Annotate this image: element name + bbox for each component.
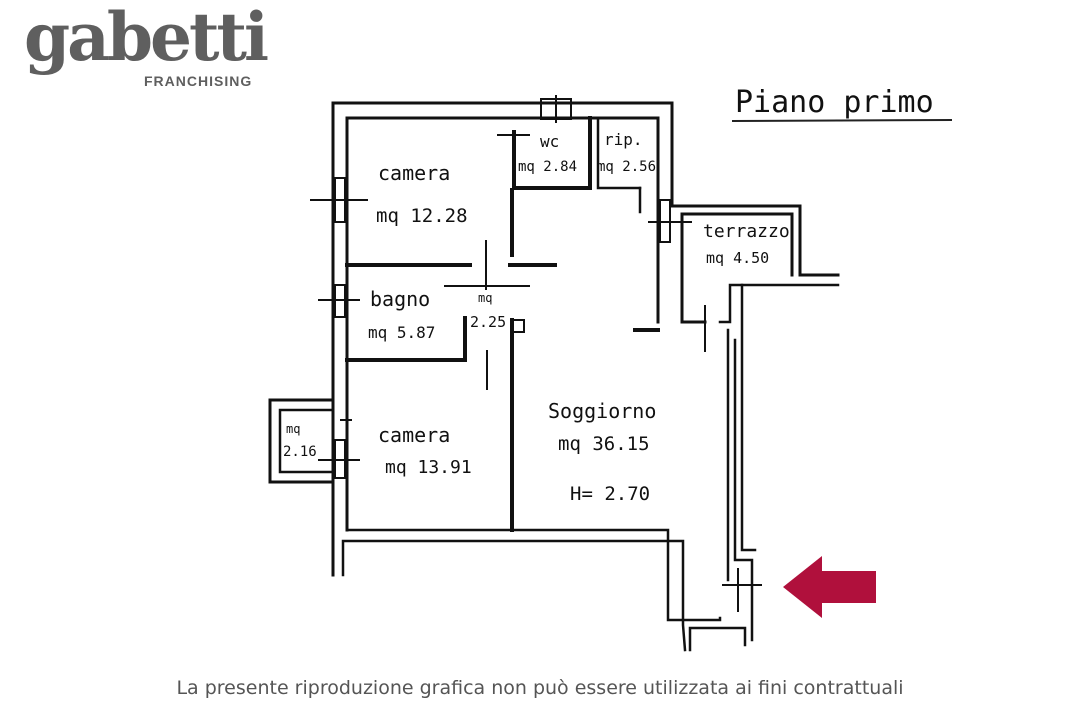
floor-title: Piano primo	[735, 85, 934, 120]
logo-subtitle: FRANCHISING	[144, 73, 253, 89]
logo-wordmark: gabetti	[24, 0, 269, 76]
disclaimer: La presente riproduzione grafica non può…	[176, 677, 904, 699]
hall-value: 2.25	[470, 313, 506, 331]
camera2-name: camera	[378, 423, 450, 447]
rip-area: mq 2.56	[597, 159, 656, 175]
soggiorno-area: mq 36.15	[558, 433, 650, 455]
camera1-name: camera	[378, 161, 450, 185]
wc-name: wc	[540, 132, 559, 151]
soggiorno-name: Soggiorno	[548, 399, 656, 423]
wc-area: mq 2.84	[518, 159, 577, 175]
room-height: H= 2.70	[570, 483, 650, 505]
rip-name: rip.	[604, 130, 643, 149]
openings	[310, 95, 762, 612]
bagno-area: mq 5.87	[368, 323, 435, 342]
closet-unit: mq	[286, 422, 300, 436]
terrazzo-name: terrazzo	[703, 221, 790, 242]
closet-value: 2.16	[283, 444, 317, 460]
camera2-area: mq 13.91	[385, 457, 472, 478]
camera1-area: mq 12.28	[376, 205, 468, 227]
bagno-name: bagno	[370, 287, 430, 311]
room-labels: camera mq 12.28 wc mq 2.84 rip. mq 2.56 …	[283, 130, 790, 505]
gabetti-logo: gabetti FRANCHISING	[24, 4, 269, 113]
terrazzo-area: mq 4.50	[706, 249, 769, 267]
title-underline	[731, 119, 953, 122]
walls	[268, 101, 840, 652]
hall-unit: mq	[478, 291, 492, 305]
entrance-arrow-icon	[783, 556, 876, 618]
